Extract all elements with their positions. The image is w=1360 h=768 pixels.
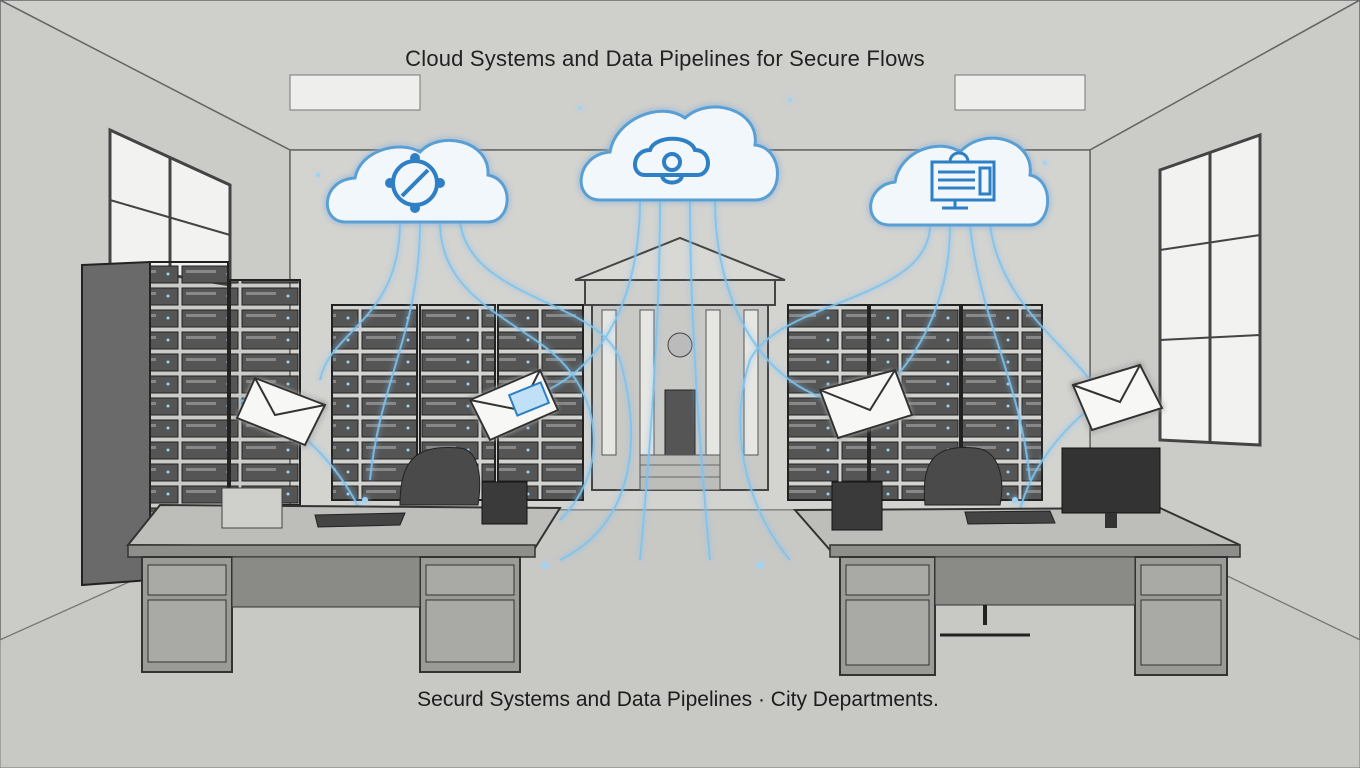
- cloud-right: [869, 136, 1050, 227]
- envelope-icon: [1071, 363, 1164, 432]
- office-chair: [923, 447, 1003, 506]
- left-desk: [125, 447, 562, 673]
- ceiling-light: [289, 74, 421, 111]
- server-racks: [81, 260, 1043, 587]
- paper-tray: [221, 487, 283, 529]
- envelope-icon: [818, 368, 914, 440]
- cloud-center: [579, 105, 779, 202]
- envelope-icon: [468, 368, 560, 442]
- right-desk: [792, 447, 1241, 676]
- right-window: [1158, 132, 1262, 447]
- office-chair: [399, 447, 481, 506]
- city-hall-building: [574, 236, 786, 491]
- keyboard: [314, 512, 406, 528]
- page-title: Cloud Systems and Data Pipelines for Sec…: [405, 46, 925, 71]
- desk-phone: [481, 481, 528, 525]
- ceiling-light: [954, 74, 1086, 111]
- keyboard: [964, 510, 1056, 525]
- monitor: [1061, 447, 1161, 514]
- desk-phone: [831, 481, 883, 531]
- cloud-face-icon: [633, 136, 710, 185]
- envelope-icon: [235, 376, 327, 447]
- data-particles: [316, 98, 1047, 568]
- image-caption: Securd Systems and Data Pipelines · City…: [417, 688, 939, 711]
- cloud-left: [325, 138, 509, 224]
- monitor-document-icon: [930, 151, 996, 210]
- gear-wrench-icon: [385, 153, 445, 213]
